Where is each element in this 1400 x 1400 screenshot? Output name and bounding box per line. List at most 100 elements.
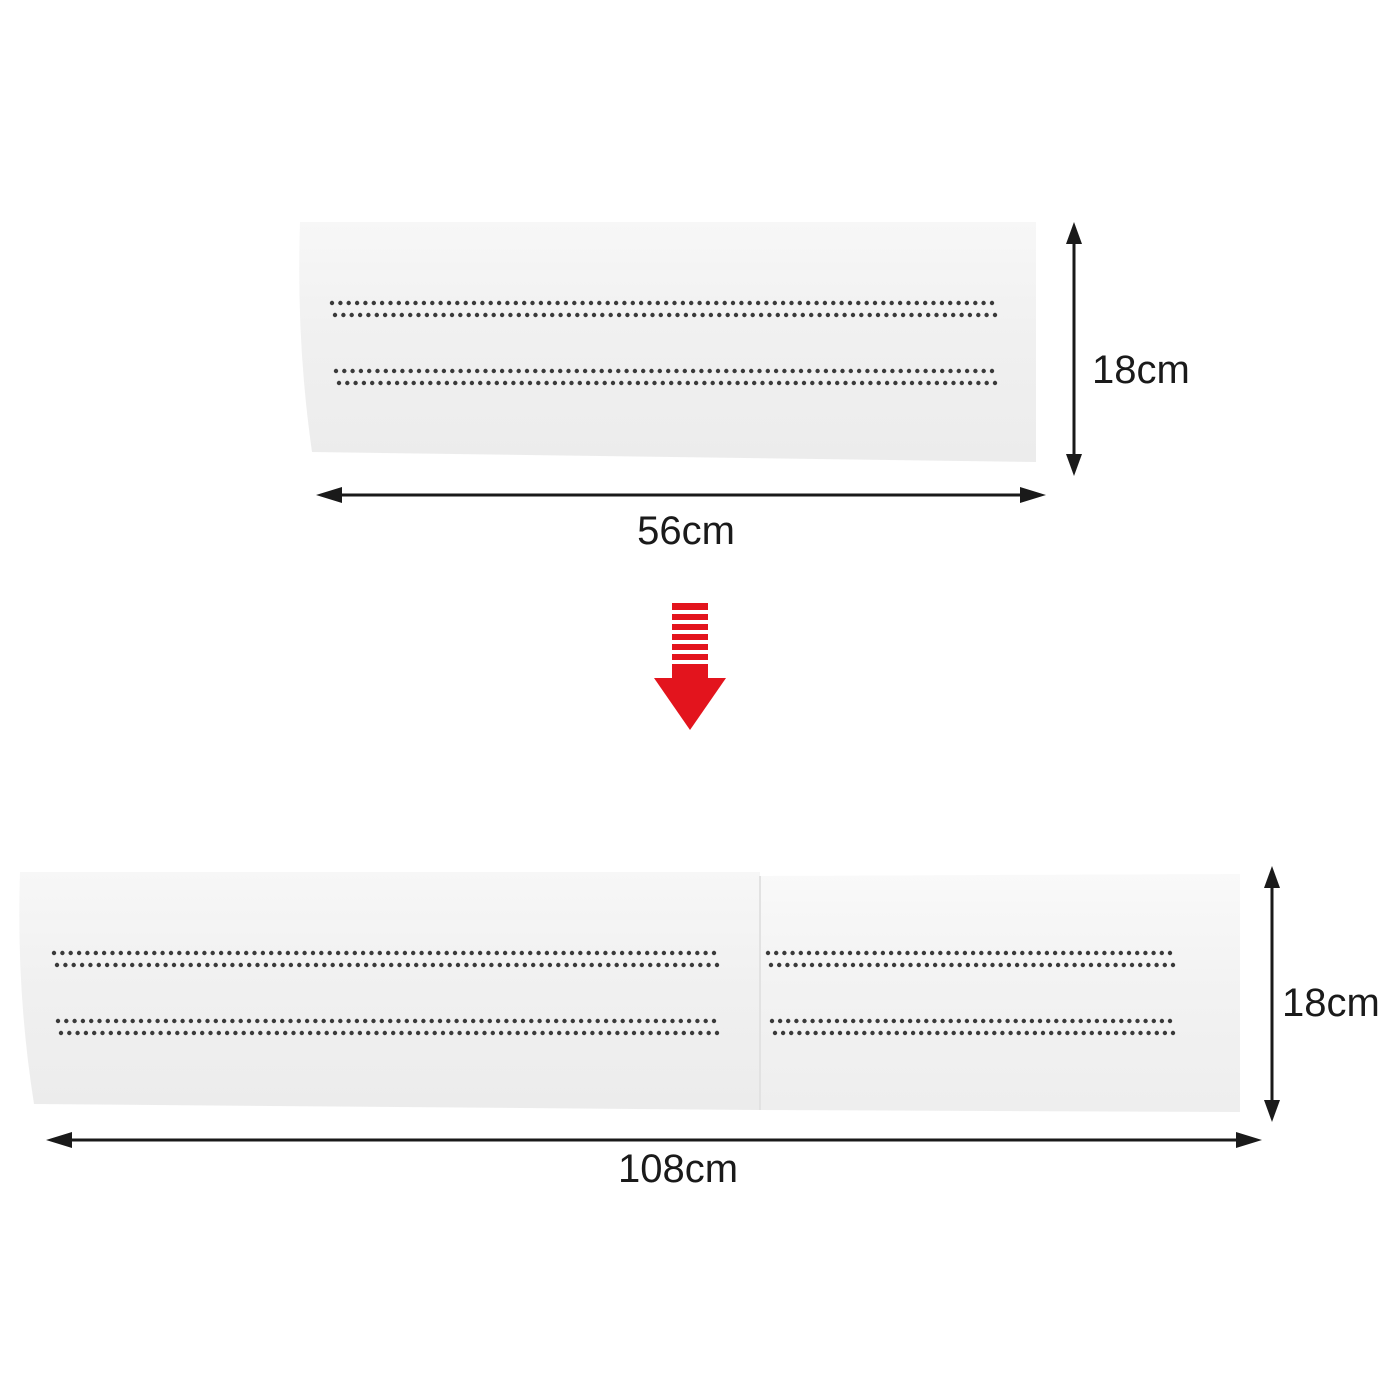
vent-hole <box>875 1018 880 1024</box>
vent-hole <box>884 380 890 386</box>
vent-hole <box>916 962 921 968</box>
vent-hole <box>297 962 302 968</box>
vent-hole <box>693 380 699 386</box>
vent-hole <box>552 380 558 386</box>
vent-hole <box>786 1018 791 1024</box>
vent-hole <box>505 300 510 306</box>
vent-hole <box>859 380 865 386</box>
vent-hole <box>897 950 902 956</box>
vent-hole <box>656 1030 662 1036</box>
vent-hole <box>155 1018 160 1024</box>
vent-hole <box>321 1018 326 1024</box>
vent-hole <box>727 380 732 386</box>
vent-hole <box>1167 1018 1173 1024</box>
vent-hole <box>703 950 708 956</box>
vent-hole <box>700 312 705 318</box>
vent-hole <box>432 1030 437 1036</box>
vent-hole <box>648 962 653 968</box>
vent-hole <box>612 1018 617 1024</box>
vent-hole <box>775 312 780 318</box>
vent-hole <box>893 380 898 386</box>
vent-hole <box>299 1030 304 1036</box>
vent-hole <box>638 300 644 306</box>
vent-hole <box>263 962 269 968</box>
vent-hole <box>872 300 878 306</box>
vent-hole <box>1102 1018 1108 1024</box>
vent-hole <box>894 1030 899 1036</box>
vent-hole <box>620 1018 625 1024</box>
vent-hole <box>1126 950 1132 956</box>
vent-hole <box>1031 962 1036 968</box>
vent-hole <box>681 962 686 968</box>
vent-hole <box>914 300 919 306</box>
vent-hole <box>1016 1030 1021 1036</box>
vent-hole <box>773 368 779 374</box>
vent-hole <box>633 312 638 318</box>
vent-hole <box>765 950 771 956</box>
vent-hole <box>135 950 140 956</box>
vent-hole <box>876 380 881 386</box>
vent-hole <box>656 962 661 968</box>
vent-hole <box>790 950 795 956</box>
vent-hole <box>469 950 474 956</box>
vent-hole <box>1143 1018 1148 1024</box>
vent-hole <box>547 962 553 968</box>
vent-hole <box>355 962 360 968</box>
vent-hole <box>850 312 856 318</box>
vent-hole <box>967 312 973 318</box>
vent-hole <box>439 962 444 968</box>
vent-hole <box>1057 1030 1062 1036</box>
vent-hole <box>429 1018 434 1024</box>
vent-hole <box>774 950 779 956</box>
vent-hole <box>627 380 632 386</box>
vent-hole <box>702 380 707 386</box>
vent-hole <box>938 950 943 956</box>
vent-hole <box>655 300 660 306</box>
vent-hole <box>1044 950 1050 956</box>
retracted-panel <box>299 222 1036 462</box>
vent-hole <box>533 368 538 374</box>
vent-hole <box>967 380 973 386</box>
vent-hole <box>413 300 418 306</box>
extended-panel-right-section <box>760 874 1240 1112</box>
vent-hole <box>987 950 992 956</box>
vent-hole <box>1086 1018 1092 1024</box>
vent-hole <box>826 1018 832 1024</box>
vent-hole <box>625 312 630 318</box>
vent-hole <box>511 380 516 386</box>
vent-hole <box>60 950 65 956</box>
vent-hole <box>1047 962 1053 968</box>
vent-hole <box>658 312 663 318</box>
vent-hole <box>100 1030 105 1036</box>
vent-hole <box>597 962 603 968</box>
vent-hole <box>330 962 335 968</box>
vent-hole <box>814 300 819 306</box>
vent-hole <box>740 368 746 374</box>
vent-hole <box>505 962 511 968</box>
vent-hole <box>989 368 995 374</box>
vent-hole <box>834 962 839 968</box>
vent-hole <box>447 962 452 968</box>
vent-hole <box>708 312 714 318</box>
vent-hole <box>959 312 964 318</box>
vent-hole <box>798 950 803 956</box>
vent-hole <box>307 1030 313 1036</box>
vent-hole <box>411 380 416 386</box>
vent-hole <box>516 312 521 318</box>
vent-hole <box>1162 1030 1168 1036</box>
vent-hole <box>578 950 583 956</box>
vent-hole <box>188 1018 194 1024</box>
vent-hole <box>433 312 438 318</box>
vent-hole <box>689 300 694 306</box>
vent-hole <box>143 950 149 956</box>
vent-hole <box>469 380 475 386</box>
vent-hole <box>1089 1030 1095 1036</box>
vent-hole <box>772 300 777 306</box>
vent-hole <box>616 312 622 318</box>
vent-hole <box>805 1030 810 1036</box>
vent-hole <box>888 950 894 956</box>
retracted-height-arrowhead-bottom <box>1066 454 1082 476</box>
vent-hole <box>394 380 400 386</box>
vent-hole <box>923 368 928 374</box>
vent-hole <box>338 300 343 306</box>
